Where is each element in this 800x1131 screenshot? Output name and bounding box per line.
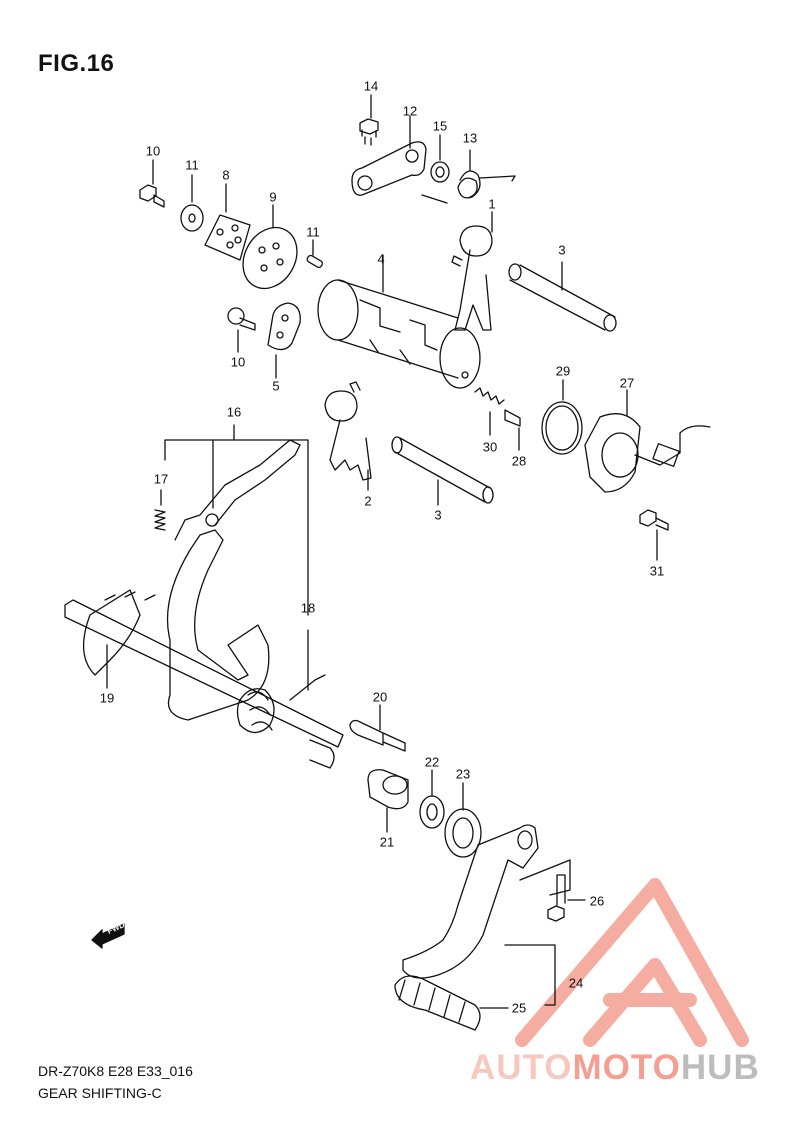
part-21-collar: [367, 769, 409, 833]
part-11-washer: [180, 174, 204, 232]
callout-31: 31: [649, 563, 665, 579]
part-2-shift-fork: [324, 381, 372, 491]
callout-3-upper: 3: [558, 242, 566, 258]
callout-11: 11: [185, 157, 199, 173]
part-1-shift-fork: [451, 211, 493, 331]
callout-12: 12: [402, 103, 418, 119]
callout-4: 4: [377, 251, 385, 267]
callout-14: 14: [363, 78, 379, 94]
part-29-o-ring: [541, 379, 583, 455]
watermark-part-2: MOTO: [572, 1048, 681, 1087]
callout-28: 28: [511, 453, 527, 469]
part-7-disc: [242, 204, 298, 290]
part-5-stopper: [267, 302, 301, 379]
fwd-arrow-icon: [91, 923, 125, 949]
part-12-plate: [351, 115, 427, 196]
part-19-shift-shaft: [64, 439, 344, 769]
part-27-neutral-switch: [584, 389, 711, 493]
callout-29: 29: [555, 363, 571, 379]
part-3-fork-shaft-lower: [391, 436, 494, 506]
callout-17: 17: [153, 471, 169, 487]
callout-16: 16: [226, 404, 242, 420]
callout-18: 18: [300, 600, 316, 616]
callout-2: 2: [364, 493, 372, 509]
callout-30: 30: [482, 439, 498, 455]
part-6-plate: [204, 183, 251, 261]
callout-7: 9: [269, 189, 277, 205]
callout-19: 19: [99, 690, 115, 706]
callout-5: 5: [272, 378, 280, 394]
part-14-bolt: [359, 94, 379, 146]
callout-9: 11: [306, 224, 320, 240]
part-25-rubber: [394, 975, 509, 1031]
callout-13: 13: [462, 130, 478, 146]
part-8-screw: [227, 307, 256, 353]
part-22-washer: [419, 769, 445, 829]
figure-title: FIG.16: [38, 50, 115, 77]
part-30-spring: [474, 387, 505, 436]
part-9-pin: [306, 239, 323, 269]
part-20-pin-bolt: [349, 704, 406, 752]
callout-22: 22: [424, 754, 440, 770]
callout-25: 25: [511, 1000, 527, 1016]
callout-21: 21: [379, 834, 395, 850]
part-17-spring: [154, 489, 166, 531]
part-15-washer: [430, 134, 450, 183]
watermark-part-3: HUB: [680, 1048, 760, 1087]
callout-3-lower: 3: [434, 507, 442, 523]
part-23-oil-seal: [444, 782, 482, 858]
part-26-bolt: [547, 874, 586, 922]
part-28-plunger: [504, 409, 521, 451]
callout-27: 27: [619, 375, 635, 391]
callout-1: 1: [488, 196, 496, 212]
watermark-logo-icon: [515, 878, 749, 1047]
part-10-bolt: [139, 159, 165, 208]
footer-model-code: DR-Z70K8 E28 E33_016: [38, 1063, 193, 1079]
watermark-part-1: AUTO: [470, 1048, 573, 1087]
callout-6: 8: [222, 167, 230, 183]
part-24-shift-lever: [402, 824, 571, 1006]
part-13-spring: [421, 149, 516, 204]
part-16-bracket-lines: [164, 424, 309, 616]
callout-15: 15: [432, 118, 448, 134]
callout-26: 26: [589, 893, 605, 909]
callout-23: 23: [455, 766, 471, 782]
part-3-fork-shaft-upper: [508, 261, 617, 332]
callout-8: 10: [230, 354, 246, 370]
callout-20: 20: [372, 689, 388, 705]
callout-24: 24: [568, 975, 584, 991]
part-4-shift-drum: [317, 254, 481, 389]
watermark-text: AUTOMOTOHUB: [470, 1048, 760, 1088]
footer-caption: GEAR SHIFTING-C: [38, 1085, 162, 1101]
callout-10: 10: [145, 143, 161, 159]
part-31-bolt: [639, 509, 669, 561]
